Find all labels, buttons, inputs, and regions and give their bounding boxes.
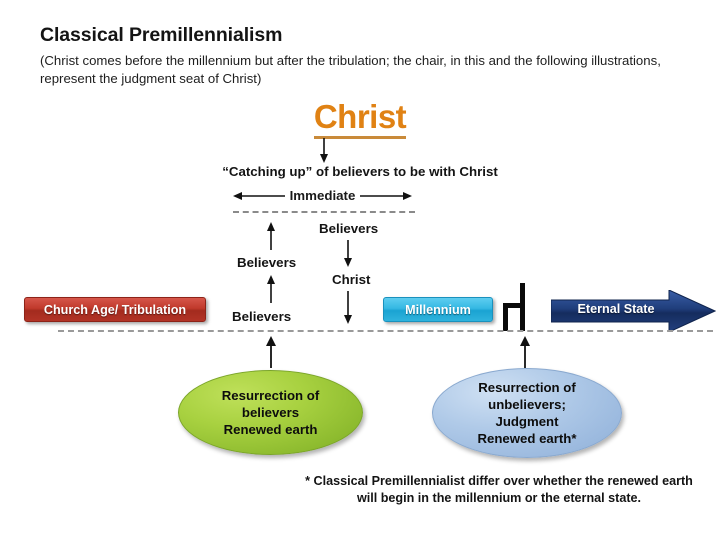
page-subtitle: (Christ comes before the millennium but … [40,53,661,86]
down-arrow-icon [320,138,328,163]
right-arrow-icon [360,191,413,200]
green-ellipse-line-3: Renewed earth [223,422,318,437]
blue-ellipse-resurrection-unbelievers[interactable]: Resurrection of unbelievers; Judgment Re… [432,368,622,458]
arrow-christ-to-timeline [340,291,356,325]
blue-ellipse-line-2: unbelievers; [488,397,566,412]
green-ellipse-line-1: Resurrection of [221,388,320,403]
label-believers-upper-right: Believers [319,221,379,236]
chair-glyph [503,283,525,331]
catching-up-label: “Catching up” of believers to be with Ch… [222,164,498,179]
down-arrow-icon [344,240,352,267]
green-ellipse-resurrection-believers[interactable]: Resurrection of believers Renewed earth [178,370,363,455]
green-ellipse-line-2: believers [241,405,300,420]
arrow-believers-lower-up [263,275,279,303]
arrow-blue-ellipse-up [517,336,533,368]
label-christ-mid: Christ [332,272,371,287]
eternal-state-banner[interactable]: Eternal State [550,289,717,333]
church-age-tribulation-box[interactable]: Church Age/ Tribulation [24,297,206,322]
blue-ellipse-line-4: Renewed earth* [477,431,577,446]
up-arrow-icon [266,336,276,368]
immediate-label: Immediate [289,188,356,203]
blue-ellipse-line-1: Resurrection of [478,380,576,395]
up-arrow-icon [267,275,275,303]
arrow-believers-mid-up [263,222,279,250]
footnote: * Classical Premillennialist differ over… [305,474,693,505]
down-arrow-icon [344,291,352,324]
immediate-row: Immediate [225,188,420,203]
page-title: Classical Premillennialism [40,24,283,46]
arrow-green-ellipse-up [263,336,279,368]
blue-ellipse-line-3: Judgment [495,414,559,429]
left-arrow-icon [232,191,285,200]
arrow-believers-to-christ [340,240,356,268]
arrow-christ-to-catching-up [316,138,332,164]
up-arrow-icon [267,222,275,250]
timeline-dashed-line [58,330,713,332]
label-believers-left-mid: Believers [237,255,297,270]
christ-heading-text: Christ [313,98,407,139]
upper-dashed-divider [233,211,415,213]
christ-heading: Christ [0,98,720,139]
millennium-box[interactable]: Millennium [383,297,493,322]
label-believers-left-lower: Believers [232,309,292,324]
chair-icon [500,283,534,331]
blue-ellipse-text: Resurrection of unbelievers; Judgment Re… [478,379,577,447]
up-arrow-icon [520,336,530,368]
eternal-state-arrow-shape [550,289,717,333]
green-ellipse-text: Resurrection of believers Renewed earth [222,387,319,438]
